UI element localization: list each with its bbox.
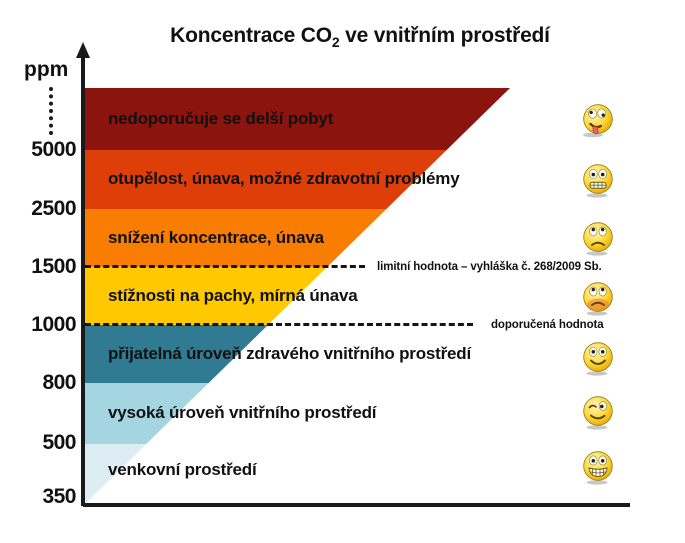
band-label-above-5000: nedoporučuje se delší pobyt	[108, 109, 334, 128]
band-label-2500-5000: otupělost, únava, možné zdravotní problé…	[108, 169, 460, 188]
chart-title-subscript: 2	[331, 34, 340, 51]
limit-value-dashed-line	[85, 265, 365, 268]
band-label-800-1000: přijatelná úroveň zdravého vnitřního pro…	[108, 344, 471, 363]
limit-value-label: limitní hodnota – vyhláška č. 268/2009 S…	[377, 261, 602, 273]
band-above-5000	[85, 88, 510, 150]
band-label-1500-2500: snížení koncentrace, únava	[108, 228, 324, 247]
y-axis-arrow-icon	[76, 42, 90, 58]
y-tick-350: 350	[42, 485, 76, 508]
band-label-500-800: vysoká úroveň vnitřního prostředí	[108, 403, 377, 422]
band-label-350-500: venkovní prostředí	[108, 460, 257, 479]
smiling-wide-eyes-face-icon	[580, 340, 616, 376]
y-tick-500: 500	[42, 431, 76, 454]
y-tick-800: 800	[42, 371, 76, 394]
winking-face-icon	[580, 394, 616, 430]
zany-tongue-out-face-icon	[580, 102, 616, 138]
y-tick-2500: 2500	[31, 197, 76, 220]
y-axis-break-dots-icon	[49, 87, 53, 135]
worried-face-icon	[580, 220, 616, 256]
grinning-teeth-face-icon	[580, 449, 616, 485]
worried-blushing-face-icon	[580, 280, 616, 316]
y-tick-5000: 5000	[31, 138, 76, 161]
y-tick-1000: 1000	[31, 313, 76, 336]
x-axis-line	[83, 503, 630, 507]
recommended-value-dashed-line	[85, 323, 473, 326]
y-tick-1500: 1500	[31, 255, 76, 278]
chart-title-prefix: Koncentrace CO	[170, 24, 332, 47]
y-axis-line	[81, 56, 85, 506]
chart-title-suffix: ve vnitřním prostředí	[339, 24, 550, 47]
recommended-value-label: doporučená hodnota	[491, 319, 604, 331]
y-axis-unit-label: ppm	[24, 58, 69, 81]
grimacing-teeth-face-icon	[580, 162, 616, 198]
chart-title: Koncentrace CO2 ve vnitřním prostředí	[40, 24, 680, 50]
band-label-1000-1500: stížnosti na pachy, mírná únava	[108, 286, 358, 305]
